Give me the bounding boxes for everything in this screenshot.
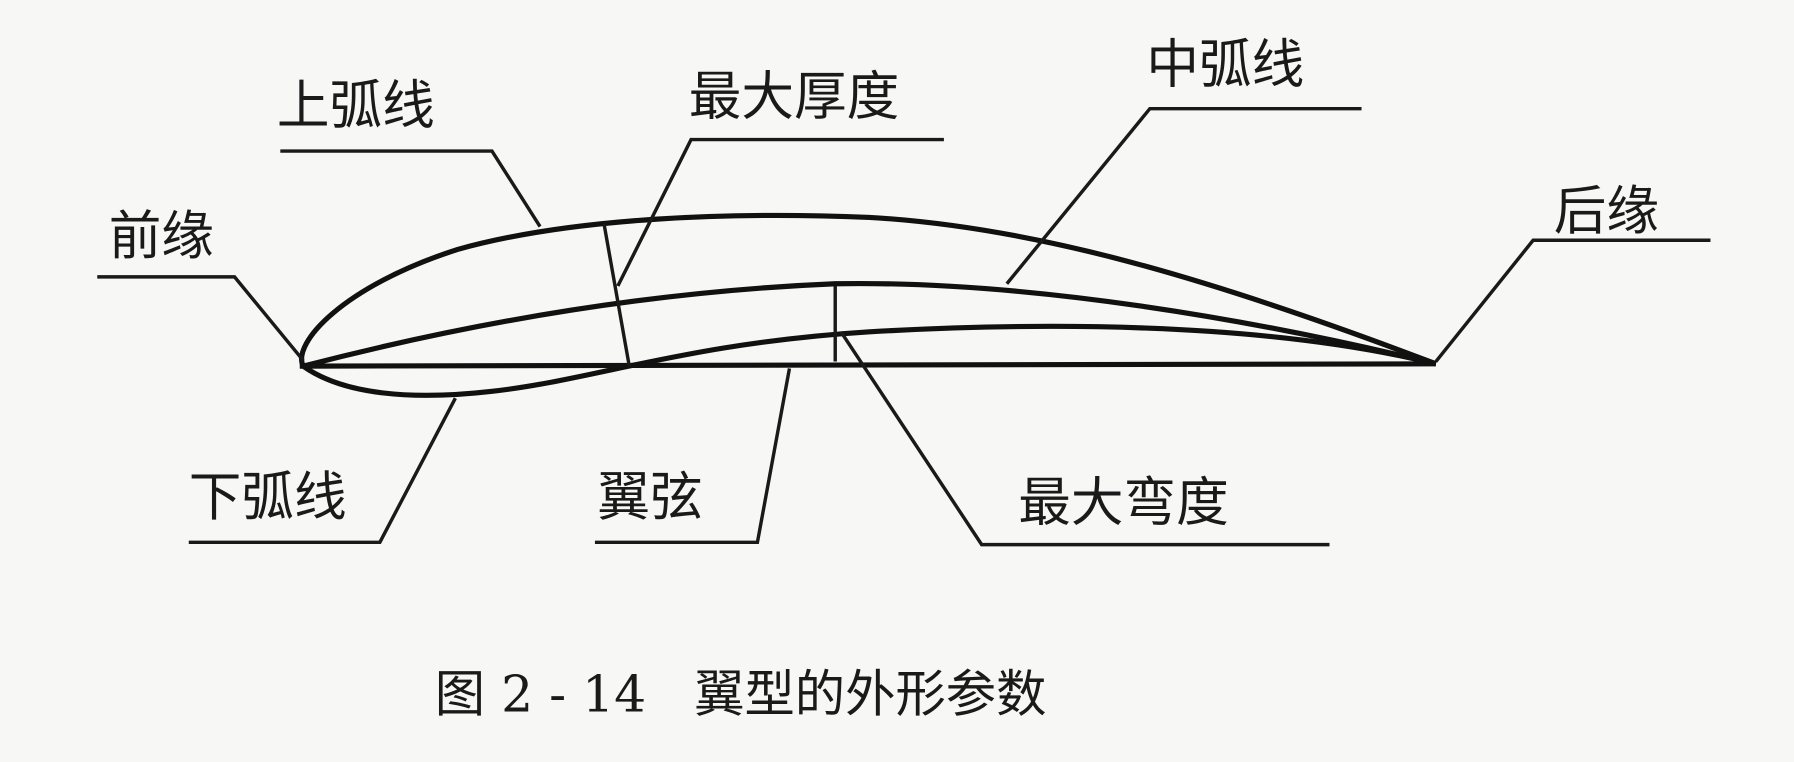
- label-max-camber: 最大弯度: [1018, 473, 1229, 534]
- label-upper-surface: 上弧线: [277, 76, 435, 137]
- figure-caption: 图 2 - 14 翼型的外形参数: [435, 665, 1047, 724]
- label-leading-edge: 前缘: [109, 206, 214, 267]
- label-lower-surface: 下弧线: [189, 467, 347, 528]
- label-max-thickness: 最大厚度: [689, 66, 900, 127]
- upper-surface-curve: [299, 212, 1437, 368]
- label-trailing-edge: 后缘: [1554, 181, 1659, 242]
- airfoil: [299, 212, 1437, 398]
- leaders: [97, 106, 1711, 547]
- mean-camber-curve: [302, 280, 1437, 369]
- lower-surface-curve: [301, 323, 1437, 398]
- chord-line: [299, 361, 1436, 369]
- label-mean-camber-line: 中弧线: [1146, 34, 1304, 95]
- label-chord: 翼弦: [597, 467, 702, 528]
- max-thickness-line: [602, 223, 631, 367]
